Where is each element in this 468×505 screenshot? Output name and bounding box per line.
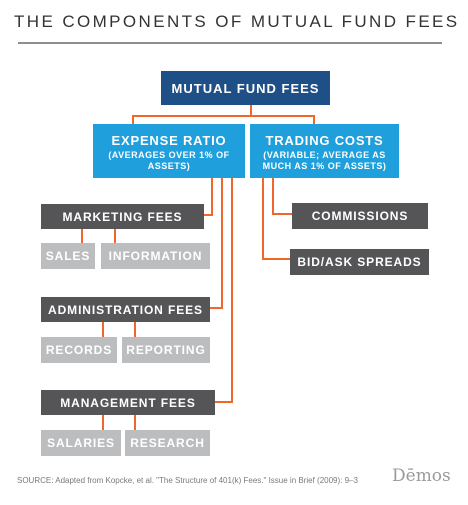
connector-root-horizontal xyxy=(132,115,315,117)
connector-records xyxy=(102,322,104,337)
node-mutual-fund-fees: MUTUAL FUND FEES xyxy=(161,71,330,105)
connector-management-vertical xyxy=(231,178,233,403)
node-salaries: SALARIES xyxy=(41,430,121,456)
title-divider xyxy=(18,42,442,44)
connector-marketing-horizontal xyxy=(204,214,213,216)
node-trading-costs: TRADING COSTS (VARIABLE; AVERAGE AS MUCH… xyxy=(250,124,399,178)
connector-research xyxy=(134,415,136,430)
source-note: SOURCE: Adapted from Kopcke, et al. "The… xyxy=(17,476,358,485)
connector-marketing-vertical xyxy=(211,178,213,216)
connector-administration-horizontal xyxy=(210,307,223,309)
connector-trading-commissions-horizontal xyxy=(272,213,292,215)
node-reporting: REPORTING xyxy=(122,337,210,363)
node-bid-ask-spreads: BID/ASK SPREADS xyxy=(290,249,429,275)
connector-management-horizontal xyxy=(215,401,233,403)
connector-to-trading-costs xyxy=(313,115,315,124)
node-marketing-fees: MARKETING FEES xyxy=(41,204,204,229)
connector-trading-commissions-vertical xyxy=(272,178,274,215)
expense-ratio-label: EXPENSE RATIO xyxy=(111,132,227,148)
node-management-fees: MANAGEMENT FEES xyxy=(41,390,215,415)
node-expense-ratio: EXPENSE RATIO (AVERAGES OVER 1% OF ASSET… xyxy=(93,124,245,178)
node-information: INFORMATION xyxy=(101,243,210,269)
connector-reporting xyxy=(134,322,136,337)
connector-to-expense-ratio xyxy=(132,115,134,124)
node-administration-fees: ADMINISTRATION FEES xyxy=(41,297,210,322)
connector-trading-spreads-horizontal xyxy=(262,258,290,260)
node-records: RECORDS xyxy=(41,337,117,363)
connector-administration-vertical xyxy=(221,178,223,309)
expense-ratio-detail: (AVERAGES OVER 1% OF ASSETS) xyxy=(108,149,230,171)
connector-information xyxy=(114,229,116,243)
node-sales: SALES xyxy=(41,243,95,269)
diagram-title: THE COMPONENTS OF MUTUAL FUND FEES xyxy=(14,12,460,31)
node-research: RESEARCH xyxy=(125,430,210,456)
connector-root-down xyxy=(250,105,252,116)
connector-sales xyxy=(81,229,83,243)
trading-costs-label: TRADING COSTS xyxy=(265,132,384,148)
trading-costs-detail: (VARIABLE; AVERAGE AS MUCH AS 1% OF ASSE… xyxy=(262,149,387,171)
demos-logo: Dēmos xyxy=(392,466,451,486)
connector-salaries xyxy=(102,415,104,430)
connector-trading-spreads-vertical xyxy=(262,178,264,260)
node-commissions: COMMISSIONS xyxy=(292,203,428,229)
